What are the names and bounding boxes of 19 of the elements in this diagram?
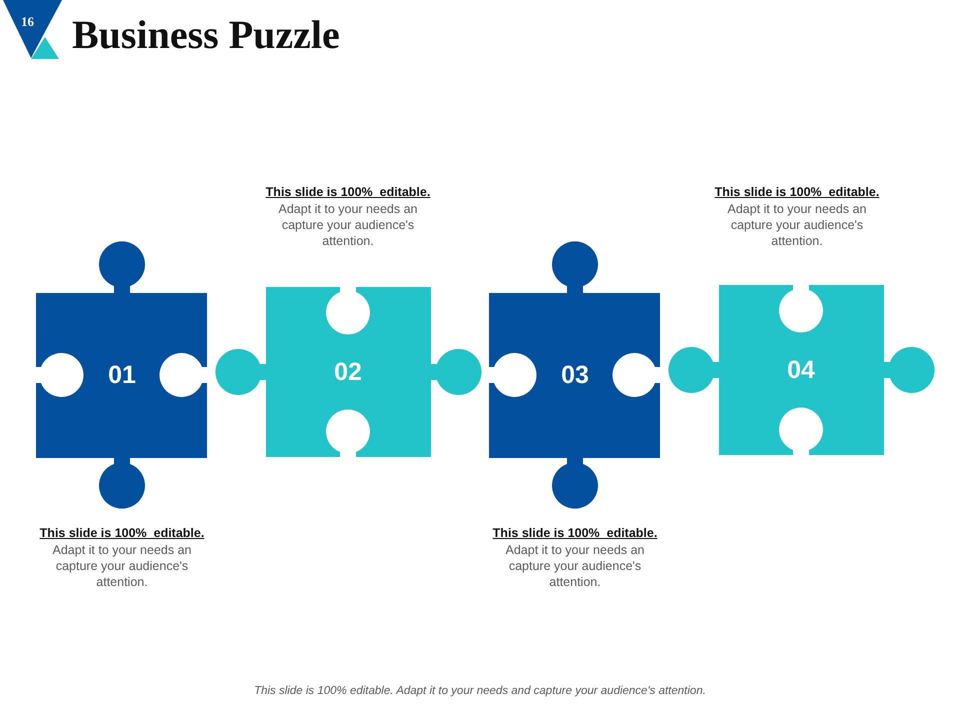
- puzzle-piece: [669, 285, 934, 455]
- puzzle-piece: [216, 287, 481, 457]
- caption-heading: This slide is 100% editable.: [40, 525, 204, 541]
- puzzle-piece: [489, 242, 660, 508]
- slide-title: Business Puzzle: [72, 12, 340, 58]
- caption-heading: This slide is 100% editable.: [714, 184, 880, 200]
- caption-text: Adapt it to your needs an capture your audience's attention.: [278, 201, 418, 249]
- caption-text: Adapt it to your needs an capture your audience's attention.: [726, 201, 868, 249]
- step-number: 01: [108, 361, 136, 389]
- caption-heading: This slide is 100% editable.: [266, 184, 430, 200]
- caption-text: Adapt it to your needs an capture your audience's attention.: [52, 542, 192, 590]
- footer-note: This slide is 100% editable. Adapt it to your needs and capture your audience's attention.: [254, 685, 706, 697]
- caption-text: Adapt it to your needs an capture your audience's attention.: [504, 542, 646, 590]
- step-number: 03: [561, 361, 589, 389]
- puzzle-piece: [36, 242, 207, 508]
- step-number: 02: [334, 358, 362, 386]
- slide-number: 16: [21, 14, 34, 29]
- step-number: 04: [787, 356, 815, 384]
- caption-heading: This slide is 100% editable.: [492, 525, 658, 541]
